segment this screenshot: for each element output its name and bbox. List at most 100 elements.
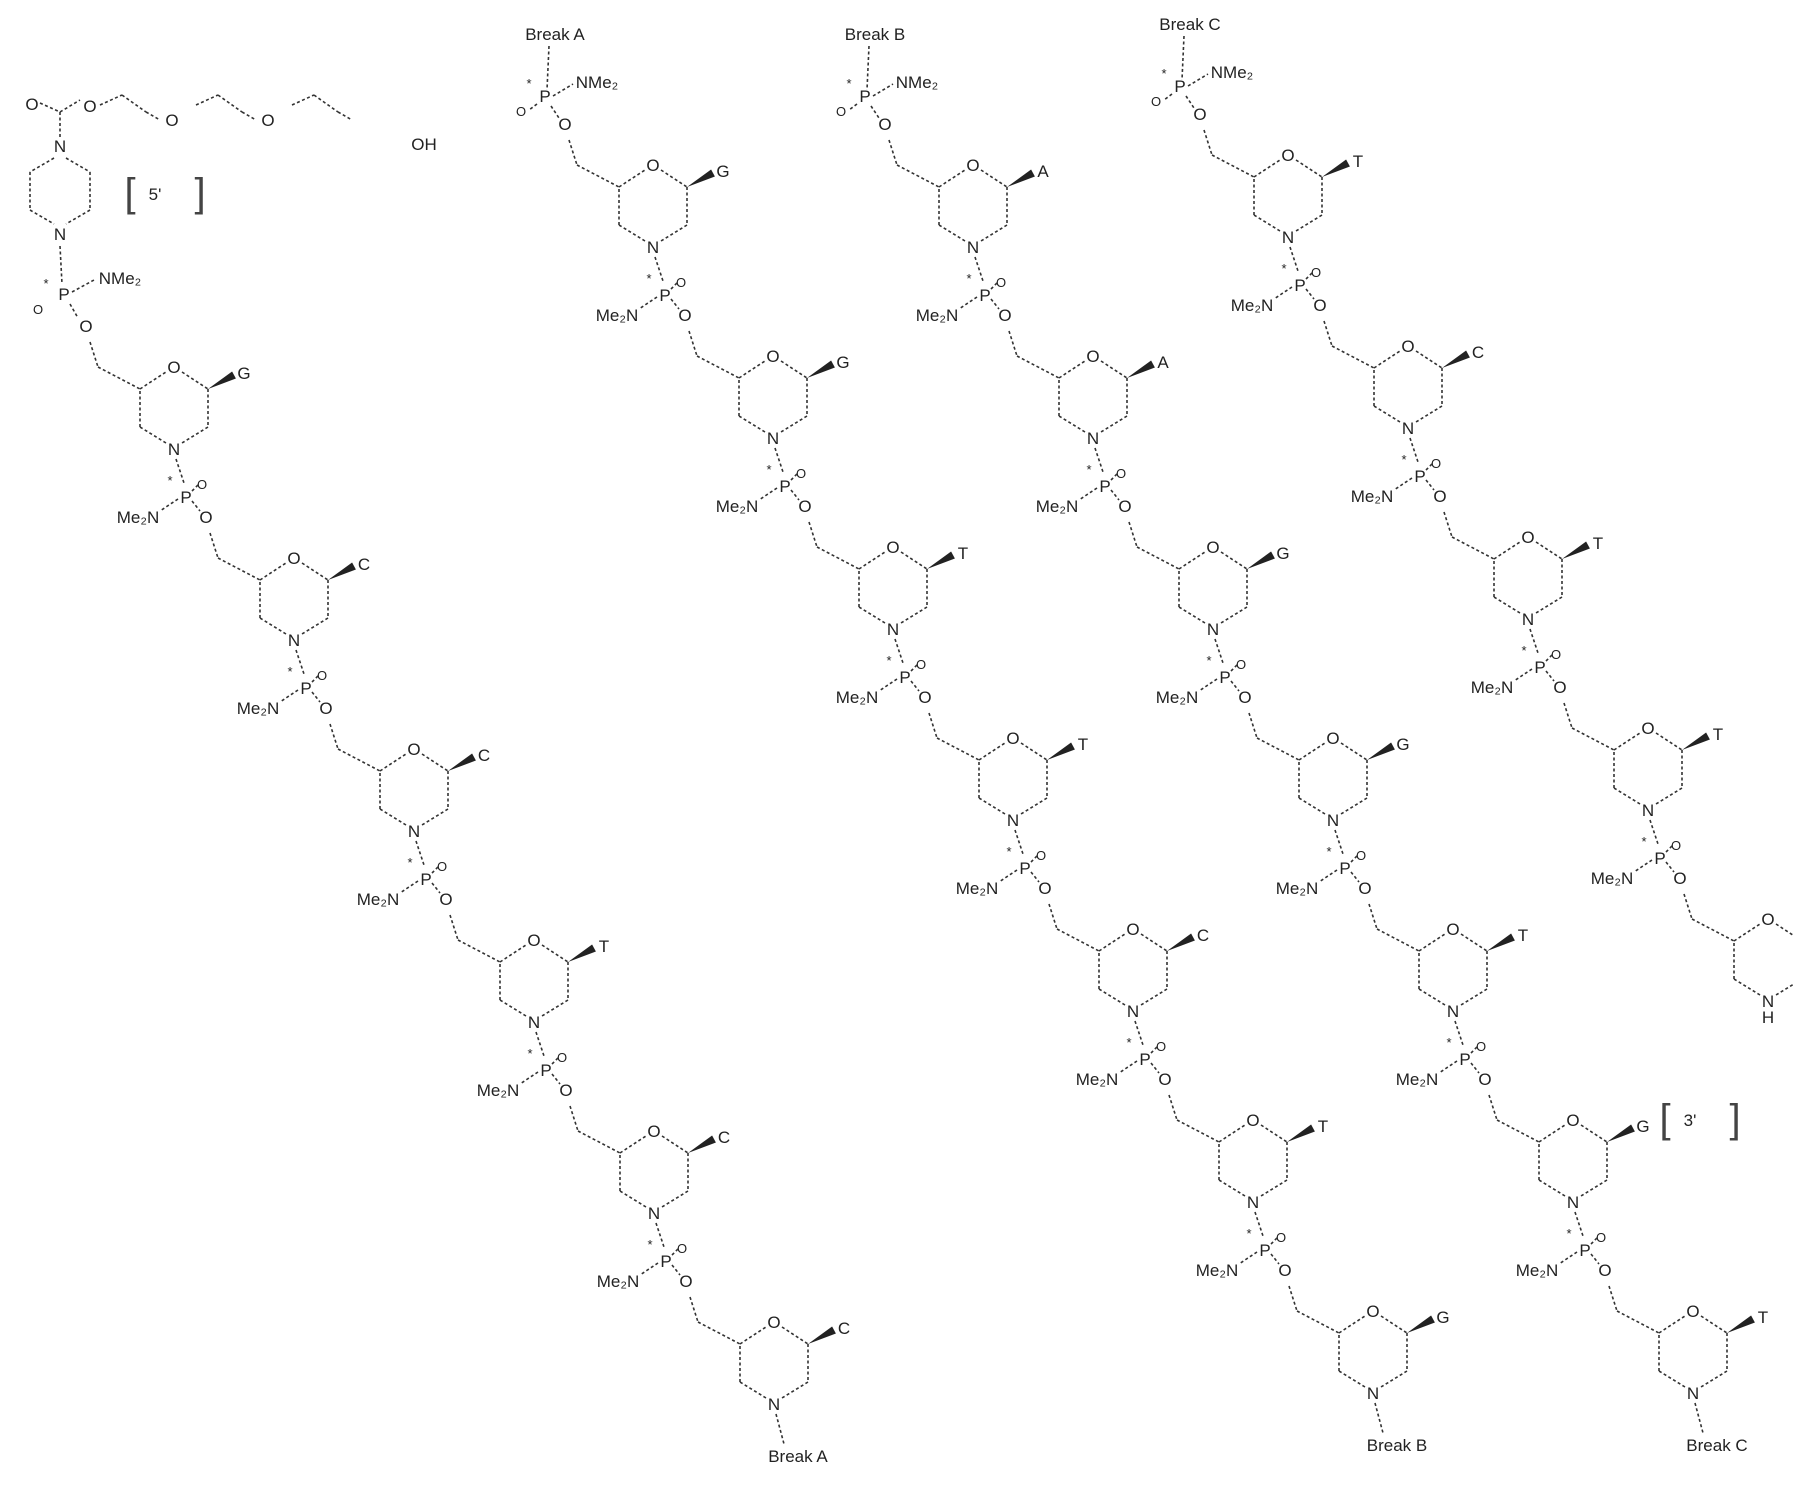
stereo-center-mark: * — [1641, 834, 1646, 849]
nucleobase-C: C — [358, 555, 370, 574]
bond — [1656, 788, 1682, 804]
bond — [879, 679, 897, 691]
bond — [422, 809, 448, 825]
bond — [1581, 1180, 1607, 1196]
bond — [1684, 894, 1692, 919]
dimethylamino-group: Me₂N — [716, 497, 759, 516]
dimethylamino-group: Me₂N — [1276, 879, 1319, 898]
dimethylamino-group: Me₂N — [357, 890, 400, 909]
nucleobase-G: G — [1436, 1308, 1449, 1327]
bond — [1261, 1125, 1287, 1142]
bond — [542, 1000, 568, 1016]
bond — [1695, 1403, 1703, 1433]
bond — [901, 607, 927, 623]
bond — [619, 225, 645, 241]
stereo-wedge — [208, 371, 236, 389]
phosphoryl-oxygen: O — [516, 104, 526, 119]
bond — [1614, 733, 1640, 750]
bond — [939, 170, 965, 187]
bridging-oxygen: O — [1358, 879, 1371, 898]
dimethylamino-group: Me₂N — [956, 879, 999, 898]
bond — [979, 743, 1005, 760]
stereo-center-mark: * — [966, 271, 971, 286]
phosphoryl-oxygen: O — [796, 466, 806, 481]
bond — [1564, 703, 1572, 728]
bridging-oxygen: O — [878, 115, 891, 134]
stereo-wedge — [808, 1326, 836, 1344]
ring-nitrogen: N — [1567, 1193, 1579, 1212]
bond — [1137, 547, 1179, 569]
ring-nitrogen: N — [647, 238, 659, 257]
bond — [1536, 597, 1562, 613]
phosphoryl-oxygen: O — [1551, 647, 1561, 662]
bond — [140, 427, 166, 443]
bond — [1099, 934, 1125, 951]
bond — [60, 246, 62, 284]
bond — [620, 1136, 646, 1153]
bridging-oxygen: O — [439, 890, 452, 909]
bond — [1489, 1095, 1497, 1120]
bond — [781, 361, 807, 378]
bond — [1179, 552, 1205, 569]
bridging-oxygen: O — [1038, 879, 1051, 898]
ring-oxygen: O — [1521, 528, 1534, 547]
phosphorus: P — [1019, 859, 1030, 878]
ring-oxygen: O — [646, 156, 659, 175]
stereo-wedge — [1007, 169, 1035, 187]
bond — [1297, 1311, 1339, 1333]
bond — [520, 1072, 538, 1084]
bond — [739, 416, 765, 432]
phosphoryl-oxygen: O — [836, 104, 846, 119]
five-prime-label: 5' — [149, 185, 162, 204]
stereo-wedge — [1047, 742, 1075, 760]
bond — [72, 280, 94, 292]
bond — [656, 1223, 664, 1247]
bond — [739, 361, 765, 378]
phosphorus: P — [540, 1061, 551, 1080]
break-label-end: Break A — [768, 1447, 828, 1466]
bond — [1101, 416, 1127, 432]
nucleobase-T: T — [1713, 725, 1723, 744]
bracket-left: [ — [1659, 1097, 1670, 1141]
bond — [1692, 919, 1734, 941]
bond — [302, 563, 328, 580]
stereo-center-mark: * — [1126, 1035, 1131, 1050]
bond — [296, 650, 304, 674]
bond — [1776, 924, 1793, 941]
ring-nitrogen: N — [1687, 1384, 1699, 1403]
bond — [1059, 361, 1085, 378]
phosphoryl-oxygen: O — [677, 1241, 687, 1256]
phosphoryl-oxygen: O — [1276, 1230, 1286, 1245]
bond — [1419, 989, 1445, 1005]
bond — [40, 103, 60, 112]
bond — [30, 210, 54, 224]
bond — [1539, 1125, 1565, 1142]
phosphoryl-oxygen: O — [1156, 1039, 1166, 1054]
bond — [1219, 1125, 1245, 1142]
ether-oxygen: O — [261, 111, 274, 130]
bond — [330, 724, 338, 749]
stereo-center-mark: * — [167, 473, 172, 488]
bond — [655, 257, 663, 281]
ring-nitrogen: N — [1367, 1384, 1379, 1403]
phosphorus: P — [659, 286, 670, 305]
phosphorus: P — [660, 1252, 671, 1271]
nucleobase-T: T — [958, 544, 968, 563]
bond — [776, 1414, 784, 1444]
break-label-start: Break A — [525, 25, 585, 44]
bond — [759, 488, 777, 500]
bond — [740, 1382, 766, 1398]
bridging-oxygen: O — [918, 688, 931, 707]
bond — [661, 170, 687, 187]
dimethylamino-group: Me₂N — [1396, 1070, 1439, 1089]
bond — [1375, 1403, 1383, 1433]
bond — [1461, 989, 1487, 1005]
bond — [1289, 1286, 1297, 1311]
bracket-left: [ — [124, 171, 135, 215]
bond — [1296, 160, 1322, 177]
nucleobase-T: T — [1353, 152, 1363, 171]
bond — [536, 1032, 544, 1056]
phosphoryl-oxygen: O — [557, 1050, 567, 1065]
stereo-center-mark: * — [646, 271, 651, 286]
bond — [1614, 788, 1640, 804]
